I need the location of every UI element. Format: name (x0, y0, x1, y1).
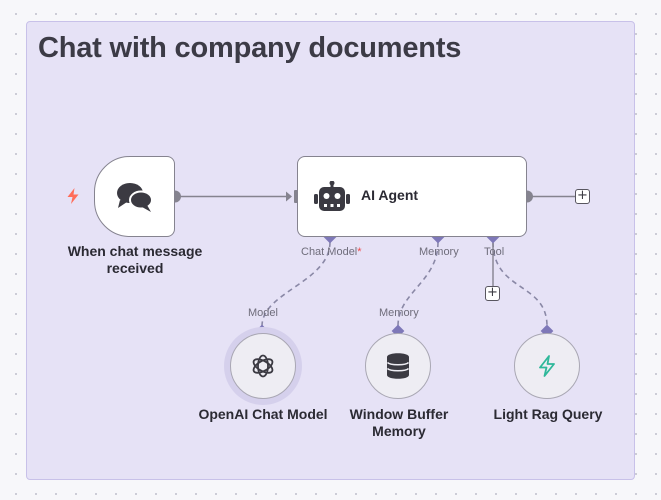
sticky-note-title: Chat with company documents (38, 32, 462, 64)
connection-lightrag-to-agent[interactable] (492, 241, 548, 327)
connection-arrow-icon (286, 191, 292, 202)
add-tool-button[interactable]: + (485, 286, 500, 301)
required-marker: * (357, 246, 362, 258)
chat-bubbles-icon (116, 182, 153, 212)
lightning-icon (67, 188, 79, 204)
openai-chat-model-label: OpenAI Chat Model (198, 406, 328, 422)
memory-input-label: Memory (419, 246, 459, 258)
tool-input-label: Tool (484, 246, 505, 258)
window-buffer-memory-label: Window Buffer Memory (349, 406, 449, 439)
memory-output-label: Memory (379, 307, 419, 319)
window-buffer-memory-node[interactable] (365, 333, 431, 399)
robot-icon (314, 181, 350, 211)
chat-trigger-label: When chat message received (67, 243, 203, 276)
openai-output-label: Model (248, 307, 278, 319)
ai-agent-label: AI Agent (361, 187, 419, 203)
lightning-icon (539, 355, 555, 377)
openai-chat-model-node[interactable] (230, 333, 296, 399)
connection-openai-to-agent[interactable] (261, 241, 331, 327)
add-node-button[interactable]: + (575, 189, 590, 204)
light-rag-query-label: Light Rag Query (493, 406, 603, 422)
database-icon (387, 353, 409, 379)
sticky-note[interactable]: Chat with company documents (26, 21, 635, 480)
connection-memory-to-agent[interactable] (397, 241, 439, 327)
ai-agent-node[interactable]: AI Agent (297, 156, 527, 237)
light-rag-query-node[interactable] (514, 333, 580, 399)
chat-trigger-node[interactable] (94, 156, 175, 237)
openai-icon (252, 354, 274, 378)
chat-model-input-text: Chat Model (301, 246, 358, 258)
chat-model-input-label: Chat Model* (301, 246, 362, 258)
